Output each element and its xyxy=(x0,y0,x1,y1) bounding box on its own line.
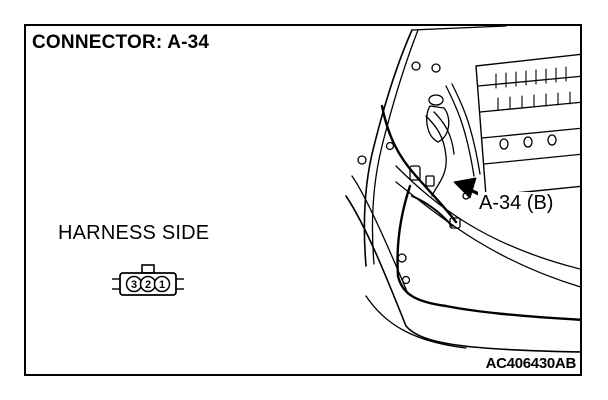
engine-bay-drawing xyxy=(345,26,580,353)
connector-pin-2: 2 xyxy=(139,275,157,293)
pin-number: 2 xyxy=(145,279,151,291)
figure-code: AC406430AB xyxy=(485,355,577,372)
diagram-frame: CONNECTOR: A-34 HARNESS SIDE 3 2 xyxy=(24,24,582,376)
diagram-title: CONNECTOR: A-34 xyxy=(32,32,210,53)
connector-pin-1: 1 xyxy=(153,275,171,293)
connector-face-drawing: 3 2 1 xyxy=(112,264,184,296)
pin-number: 3 xyxy=(131,279,137,291)
connector-face: 3 2 1 xyxy=(108,262,188,302)
pin-number: 1 xyxy=(159,279,165,291)
connector-pin-3: 3 xyxy=(125,275,143,293)
connector-callout-label: A-34 (B) xyxy=(478,192,555,214)
engine-bay-illustration xyxy=(326,26,580,356)
harness-side-label: HARNESS SIDE xyxy=(58,222,210,244)
